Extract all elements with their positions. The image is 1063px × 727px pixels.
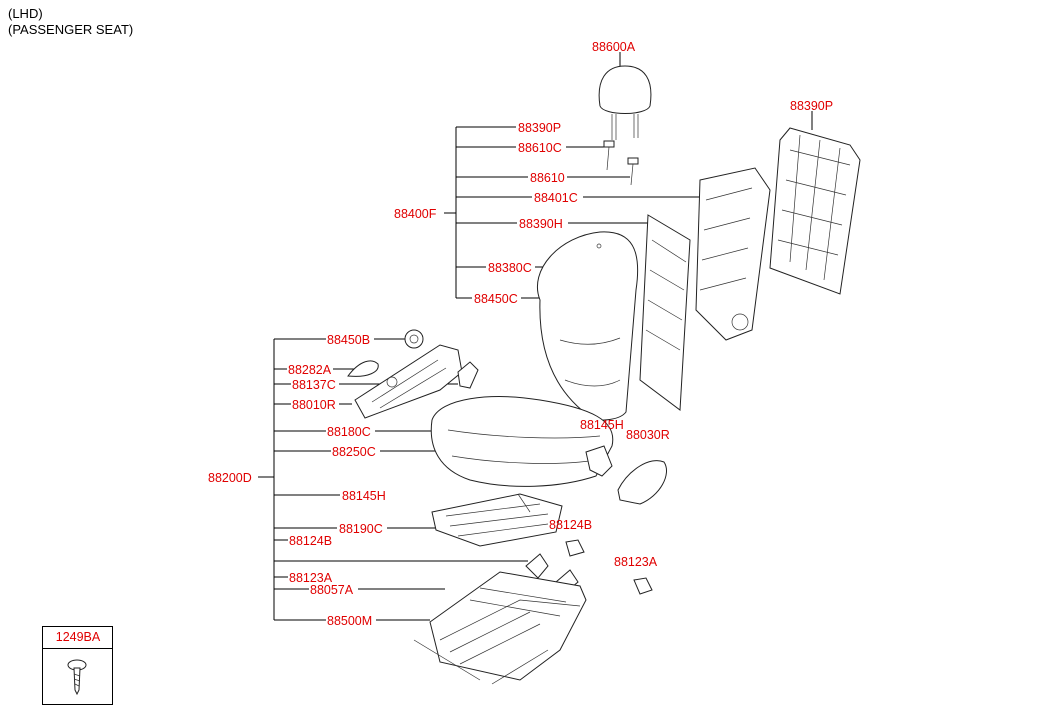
label-88390P-board: 88390P	[790, 99, 833, 113]
seatback-pad-drawing	[639, 214, 691, 411]
header-passenger-seat: (PASSENGER SEAT)	[8, 22, 134, 37]
bracket-drawing	[457, 361, 479, 389]
seatback-cover-drawing	[537, 231, 639, 421]
recliner-knob-drawing	[404, 329, 424, 349]
label-88123A-right: 88123A	[614, 555, 658, 569]
lever-drawing	[347, 360, 379, 377]
headrest-drawing	[598, 65, 652, 140]
label-88250C: 88250C	[332, 445, 376, 459]
label-88200D: 88200D	[208, 471, 252, 485]
label-88190C: 88190C	[339, 522, 383, 536]
label-88145H-right: 88145H	[580, 418, 624, 432]
seat-track-drawing	[413, 571, 587, 685]
label-88500M: 88500M	[327, 614, 372, 628]
seatback-board-drawing	[769, 127, 861, 295]
label-88180C: 88180C	[327, 425, 371, 439]
label-88380C: 88380C	[488, 261, 532, 275]
side-cover-drawing	[617, 460, 667, 505]
seatback-leaders	[444, 52, 813, 299]
label-88450B: 88450B	[327, 333, 370, 347]
label-1249BA: 1249BA	[55, 630, 101, 644]
cushion-cover-drawing	[430, 396, 614, 487]
label-88145H: 88145H	[342, 489, 386, 503]
label-88400F: 88400F	[394, 207, 437, 221]
label-88401C: 88401C	[534, 191, 578, 205]
label-88124B-right: 88124B	[549, 518, 592, 532]
label-88124B: 88124B	[289, 534, 332, 548]
label-88057A: 88057A	[310, 583, 354, 597]
fastener-box-divider	[42, 648, 113, 649]
label-88610: 88610	[530, 171, 565, 185]
headrest-guides-drawing	[603, 140, 639, 186]
label-88390P: 88390P	[518, 121, 561, 135]
label-88600A: 88600A	[592, 40, 636, 54]
cushion-leaders	[258, 338, 528, 621]
label-88010R: 88010R	[292, 398, 336, 412]
cushion-pad-drawing	[431, 493, 563, 547]
label-88610C: 88610C	[518, 141, 562, 155]
screw-icon	[67, 659, 87, 696]
label-88137C: 88137C	[292, 378, 336, 392]
fastener-box	[42, 626, 113, 705]
side-bracket-drawing	[585, 445, 613, 477]
clip-88123a-drawing	[633, 577, 653, 595]
label-88390H: 88390H	[519, 217, 563, 231]
label-88030R: 88030R	[626, 428, 670, 442]
label-88123A: 88123A	[289, 571, 333, 585]
label-88450C: 88450C	[474, 292, 518, 306]
clip-88124b-drawing	[565, 539, 585, 557]
label-88282A: 88282A	[288, 363, 332, 377]
header-lhd: (LHD)	[8, 6, 43, 21]
part-labels: 88600A 88390P 88390P 88610C 88610 88401C…	[208, 40, 833, 628]
seatback-frame-drawing	[695, 167, 771, 341]
